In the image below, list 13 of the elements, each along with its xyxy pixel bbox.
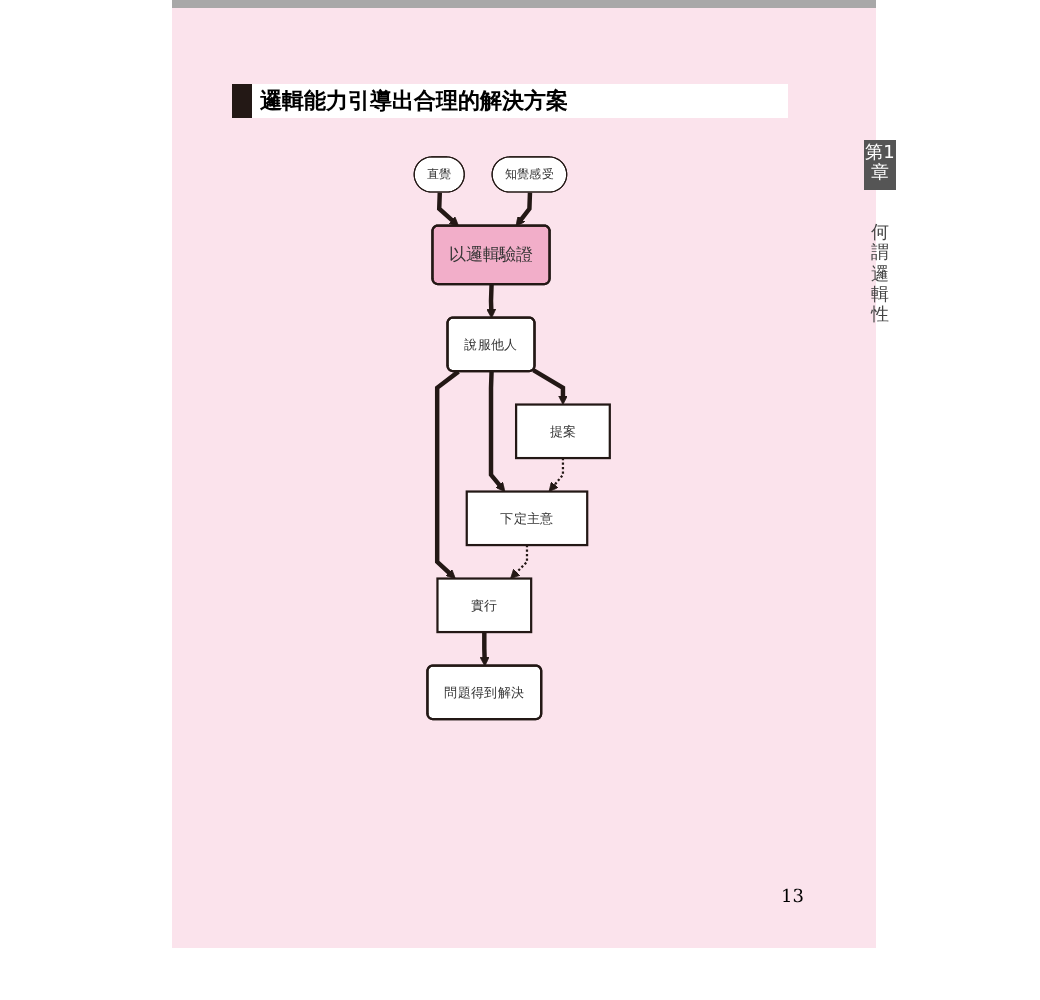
chapter-title: 何謂邏輯性 (868, 224, 891, 328)
page-number: 13 (781, 888, 804, 908)
arrow (488, 371, 506, 492)
chapter-tab: 第1章 (864, 140, 896, 190)
arrow (486, 284, 497, 319)
section-heading: 邏輯能力引導出合理的解決方案 (232, 84, 788, 118)
arrow (479, 632, 490, 667)
arrow (510, 545, 529, 579)
arrow (434, 369, 460, 579)
arrow (515, 192, 533, 227)
arrow (436, 192, 460, 227)
arrow (532, 368, 568, 405)
arrow (548, 458, 565, 492)
